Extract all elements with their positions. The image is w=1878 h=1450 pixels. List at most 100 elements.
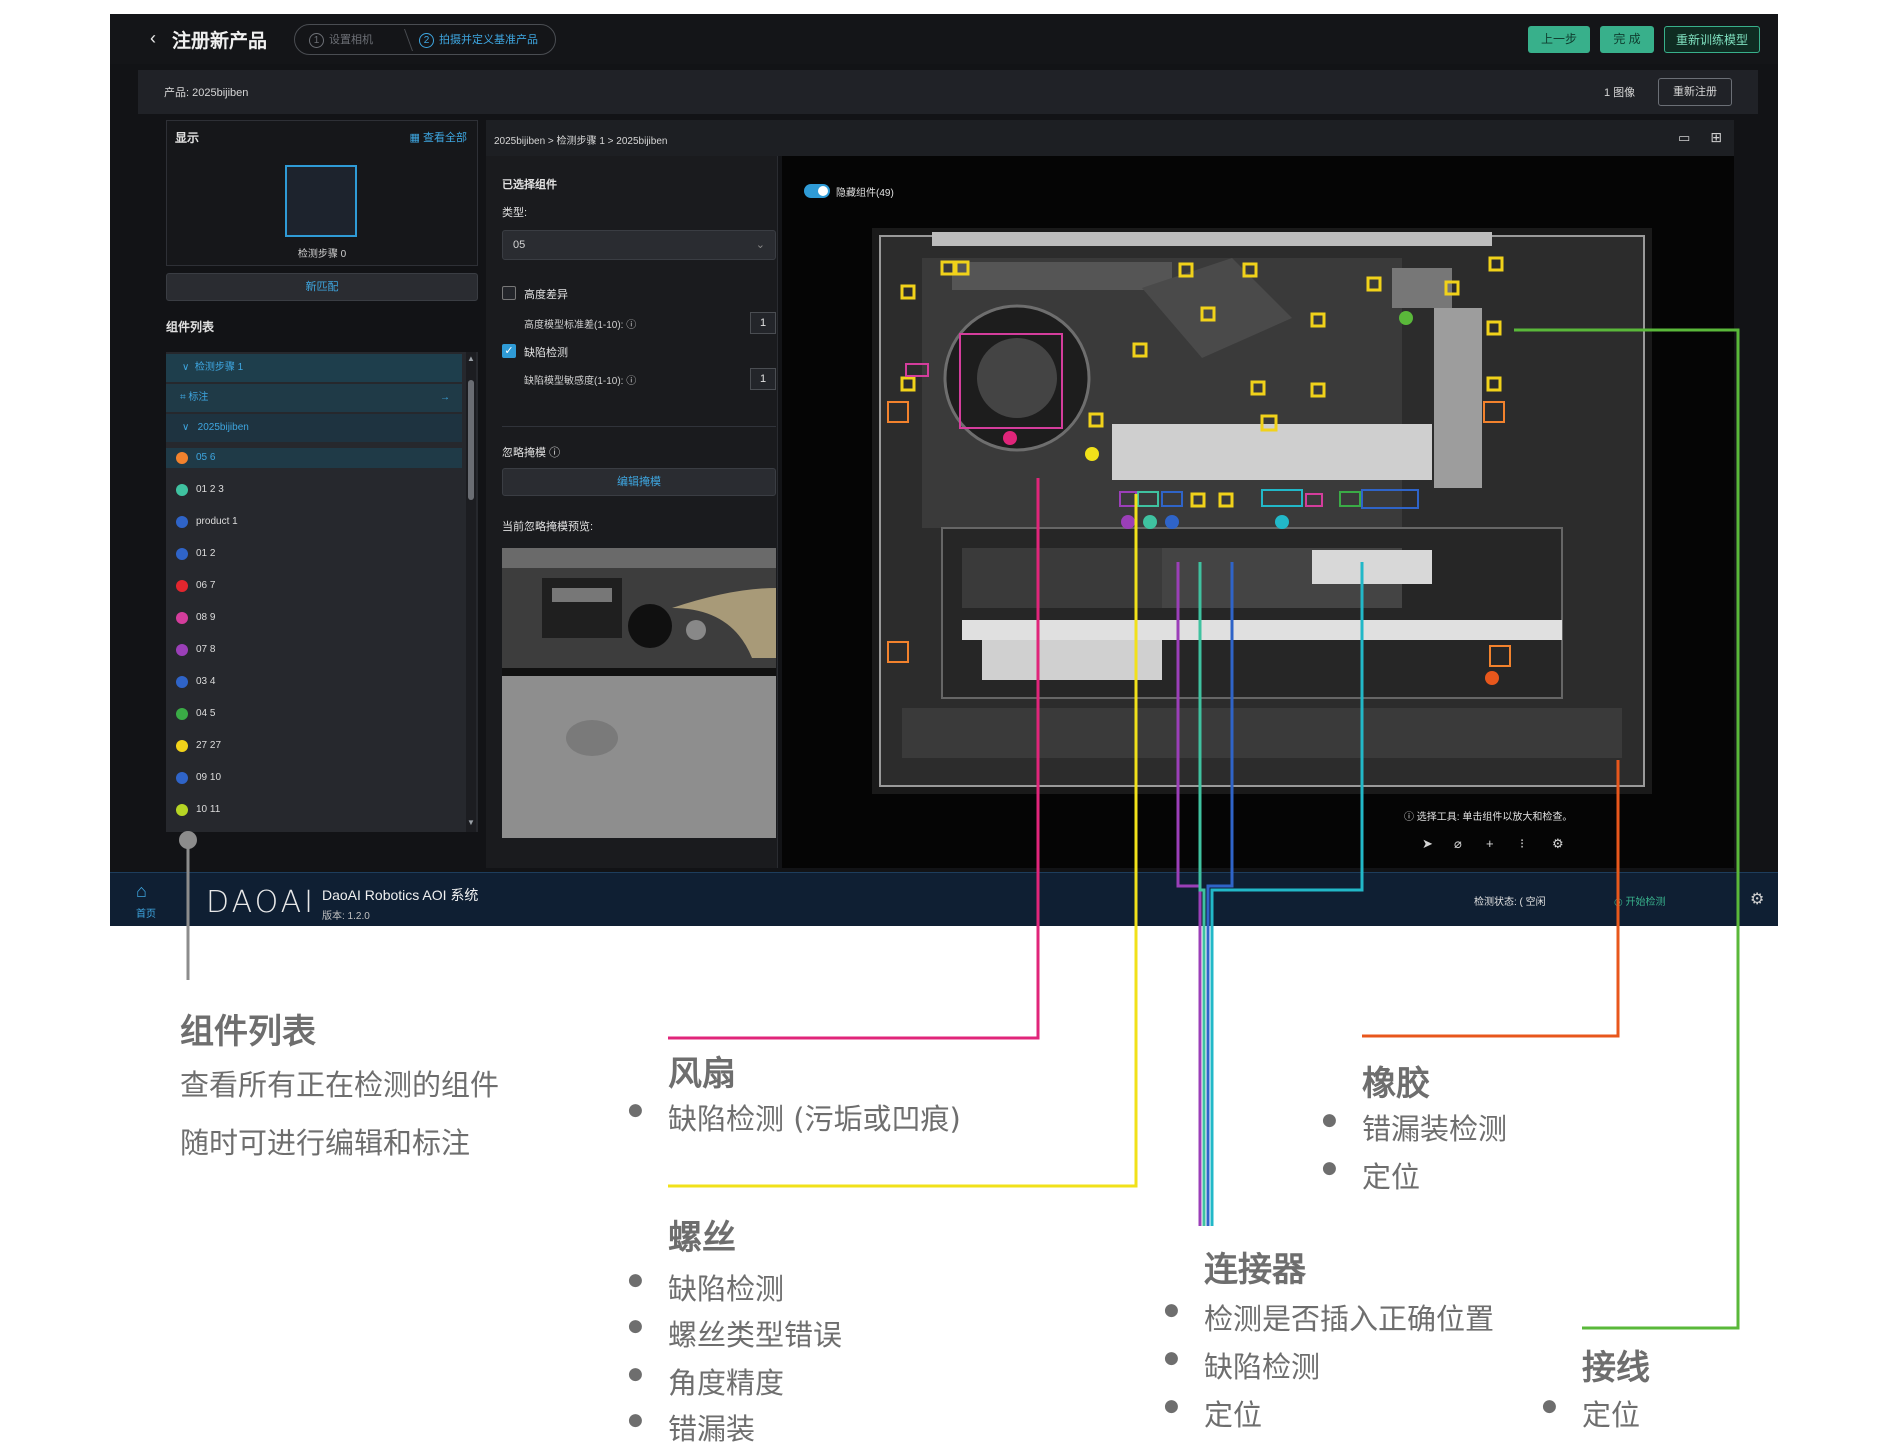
- component-color-dot: [176, 644, 188, 656]
- component-settings-panel: 已选择组件 类型: 05⌄ 高度差异 高度模型标准差(1-10): ⓘ 1 ✓ …: [486, 156, 778, 868]
- type-select[interactable]: 05 ⌄: [502, 230, 776, 260]
- annotate-icon: ⌗: [180, 392, 189, 403]
- breadcrumb: 2025bijiben > 检测步骤 1 > 2025bijiben: [494, 136, 668, 147]
- info-icon: ⓘ: [626, 320, 637, 331]
- component-color-dot: [176, 804, 188, 816]
- callout-fan-title: 风扇: [668, 1054, 736, 1094]
- arrow-right-icon: →: [440, 392, 450, 403]
- component-list: ∨ 检测步骤 1 ⌗ 标注→ ∨ 2025bijiben 05 6 01 2 3 p…: [166, 352, 478, 832]
- tree-step-node[interactable]: ∨ 检测步骤 1: [166, 354, 462, 382]
- callout-rubber-bullet: 错漏装检测: [1322, 1106, 1507, 1148]
- step-2[interactable]: 2 拍摄并定义基准产品: [419, 31, 538, 48]
- tree-annotate-node[interactable]: ⌗ 标注→: [166, 384, 462, 412]
- grid-icon: ▦: [409, 132, 423, 144]
- type-value: 05: [513, 239, 526, 251]
- monitor-icon[interactable]: ▭: [1678, 130, 1691, 145]
- edit-mask-button[interactable]: 编辑掩模: [502, 468, 776, 496]
- height-std-input[interactable]: 1: [750, 312, 776, 334]
- callout-screw-bullet: 角度精度: [628, 1360, 784, 1402]
- component-list-item[interactable]: 01 2: [174, 544, 454, 564]
- height-diff-checkbox[interactable]: [502, 286, 516, 300]
- new-match-button[interactable]: 新匹配: [166, 273, 478, 301]
- component-color-dot: [176, 580, 188, 592]
- height-std-text: 高度模型标准差(1-10):: [524, 320, 624, 331]
- component-list-item[interactable]: 27 27: [174, 736, 454, 756]
- component-label: 08 9: [196, 612, 216, 623]
- callout-screw-bullet: 螺丝类型错误: [628, 1312, 842, 1354]
- scroll-up-icon[interactable]: ▲: [467, 354, 475, 363]
- component-list-item[interactable]: 08 9: [174, 608, 454, 628]
- retrain-model-button[interactable]: 重新训练模型: [1664, 26, 1760, 53]
- cursor-tool-icon[interactable]: ➤: [1422, 836, 1433, 851]
- type-label: 类型:: [502, 207, 528, 219]
- grid-view-icon[interactable]: ⊞: [1710, 129, 1722, 145]
- component-label: 04 5: [196, 708, 216, 719]
- step-2-label: 拍摄并定义基准产品: [439, 34, 538, 46]
- start-detection-button[interactable]: ◎ 开始检测: [1614, 893, 1666, 908]
- step-1-label: 设置相机: [329, 34, 373, 46]
- chevron-down-icon: ⌄: [755, 239, 765, 251]
- component-label: 27 27: [196, 740, 222, 751]
- component-color-dot: [176, 676, 188, 688]
- view-all-link[interactable]: ▦ 查看全部: [410, 129, 467, 145]
- component-label: product 1: [196, 516, 238, 527]
- component-label: 01 2: [196, 548, 216, 559]
- laptop-pcb-image[interactable]: [872, 228, 1652, 794]
- component-list-item[interactable]: 01 2 3: [174, 480, 454, 500]
- info-icon: ⓘ: [626, 376, 637, 387]
- defect-detect-checkbox[interactable]: ✓: [502, 344, 516, 358]
- callout-component-list-line: 查看所有正在检测的组件: [180, 1068, 500, 1102]
- daoai-logo: DAOAI: [206, 885, 317, 920]
- info-icon: ⓘ: [1404, 812, 1417, 823]
- display-title: 显示: [175, 131, 200, 145]
- tree-product-node[interactable]: ∨ 2025bijiben: [166, 414, 462, 442]
- start-detection-label: 开始检测: [1625, 897, 1666, 908]
- callout-rubber-title: 橡胶: [1362, 1064, 1430, 1104]
- component-label: 10 11: [196, 804, 221, 815]
- gear-icon[interactable]: ⚙: [1750, 891, 1765, 908]
- version-label: 版本: 1.2.0: [322, 911, 370, 922]
- home-icon[interactable]: ⌂: [136, 881, 147, 901]
- component-list-item[interactable]: 09 10: [174, 768, 454, 788]
- move-tool-icon[interactable]: ⁝: [1520, 836, 1525, 851]
- component-color-dot: [176, 708, 188, 720]
- prev-step-button[interactable]: 上一步: [1528, 26, 1590, 53]
- component-list-item[interactable]: product 1: [174, 512, 454, 532]
- step-2-number: 2: [419, 33, 434, 48]
- component-list-item[interactable]: 03 4: [174, 672, 454, 692]
- brush-tool-icon[interactable]: ⌀: [1454, 836, 1462, 851]
- component-list-item[interactable]: 04 5: [174, 704, 454, 724]
- component-list-item[interactable]: 05 6: [166, 448, 462, 468]
- height-diff-label: 高度差异: [524, 289, 568, 301]
- home-label[interactable]: 首页: [136, 909, 156, 920]
- image-viewer[interactable]: 隐藏组件(49): [782, 156, 1734, 868]
- chevron-down-icon: ∨: [182, 362, 193, 373]
- callout-fan-bullet: 缺陷检测 (污垢或凹痕): [628, 1096, 961, 1138]
- settings-tool-icon[interactable]: ⚙: [1552, 836, 1564, 851]
- re-register-button[interactable]: 重新注册: [1658, 78, 1732, 106]
- mask-preview-image: [502, 548, 776, 838]
- detection-status: 检测状态: ( 空闲: [1474, 897, 1546, 908]
- scroll-thumb[interactable]: [468, 380, 474, 500]
- scrollbar[interactable]: ▲ ▼: [466, 352, 476, 832]
- display-panel: 显示 ▦ 查看全部 检测步骤 0: [166, 120, 478, 266]
- component-list-item[interactable]: 10 11: [174, 800, 454, 820]
- callout-wire-title: 接线: [1582, 1348, 1650, 1388]
- step-thumbnail[interactable]: [285, 165, 357, 237]
- defect-sensitivity-input[interactable]: 1: [750, 368, 776, 390]
- info-icon: ⓘ: [549, 447, 561, 459]
- hide-components-toggle[interactable]: [804, 184, 830, 198]
- back-arrow-icon[interactable]: ‹: [150, 28, 156, 48]
- step-1[interactable]: 1 设置相机: [309, 31, 373, 48]
- component-color-dot: [176, 612, 188, 624]
- component-list-item[interactable]: 06 7: [174, 576, 454, 596]
- scroll-down-icon[interactable]: ▼: [467, 818, 475, 827]
- component-color-dot: [176, 484, 188, 496]
- height-std-label: 高度模型标准差(1-10): ⓘ: [524, 316, 636, 331]
- component-list-item[interactable]: 07 8: [174, 640, 454, 660]
- selected-component-title: 已选择组件: [502, 179, 557, 191]
- add-tool-icon[interactable]: +: [1486, 836, 1494, 851]
- step-1-number: 1: [309, 33, 324, 48]
- defect-sensitivity-text: 缺陷模型敏感度(1-10):: [524, 376, 624, 387]
- done-button[interactable]: 完 成: [1600, 26, 1654, 53]
